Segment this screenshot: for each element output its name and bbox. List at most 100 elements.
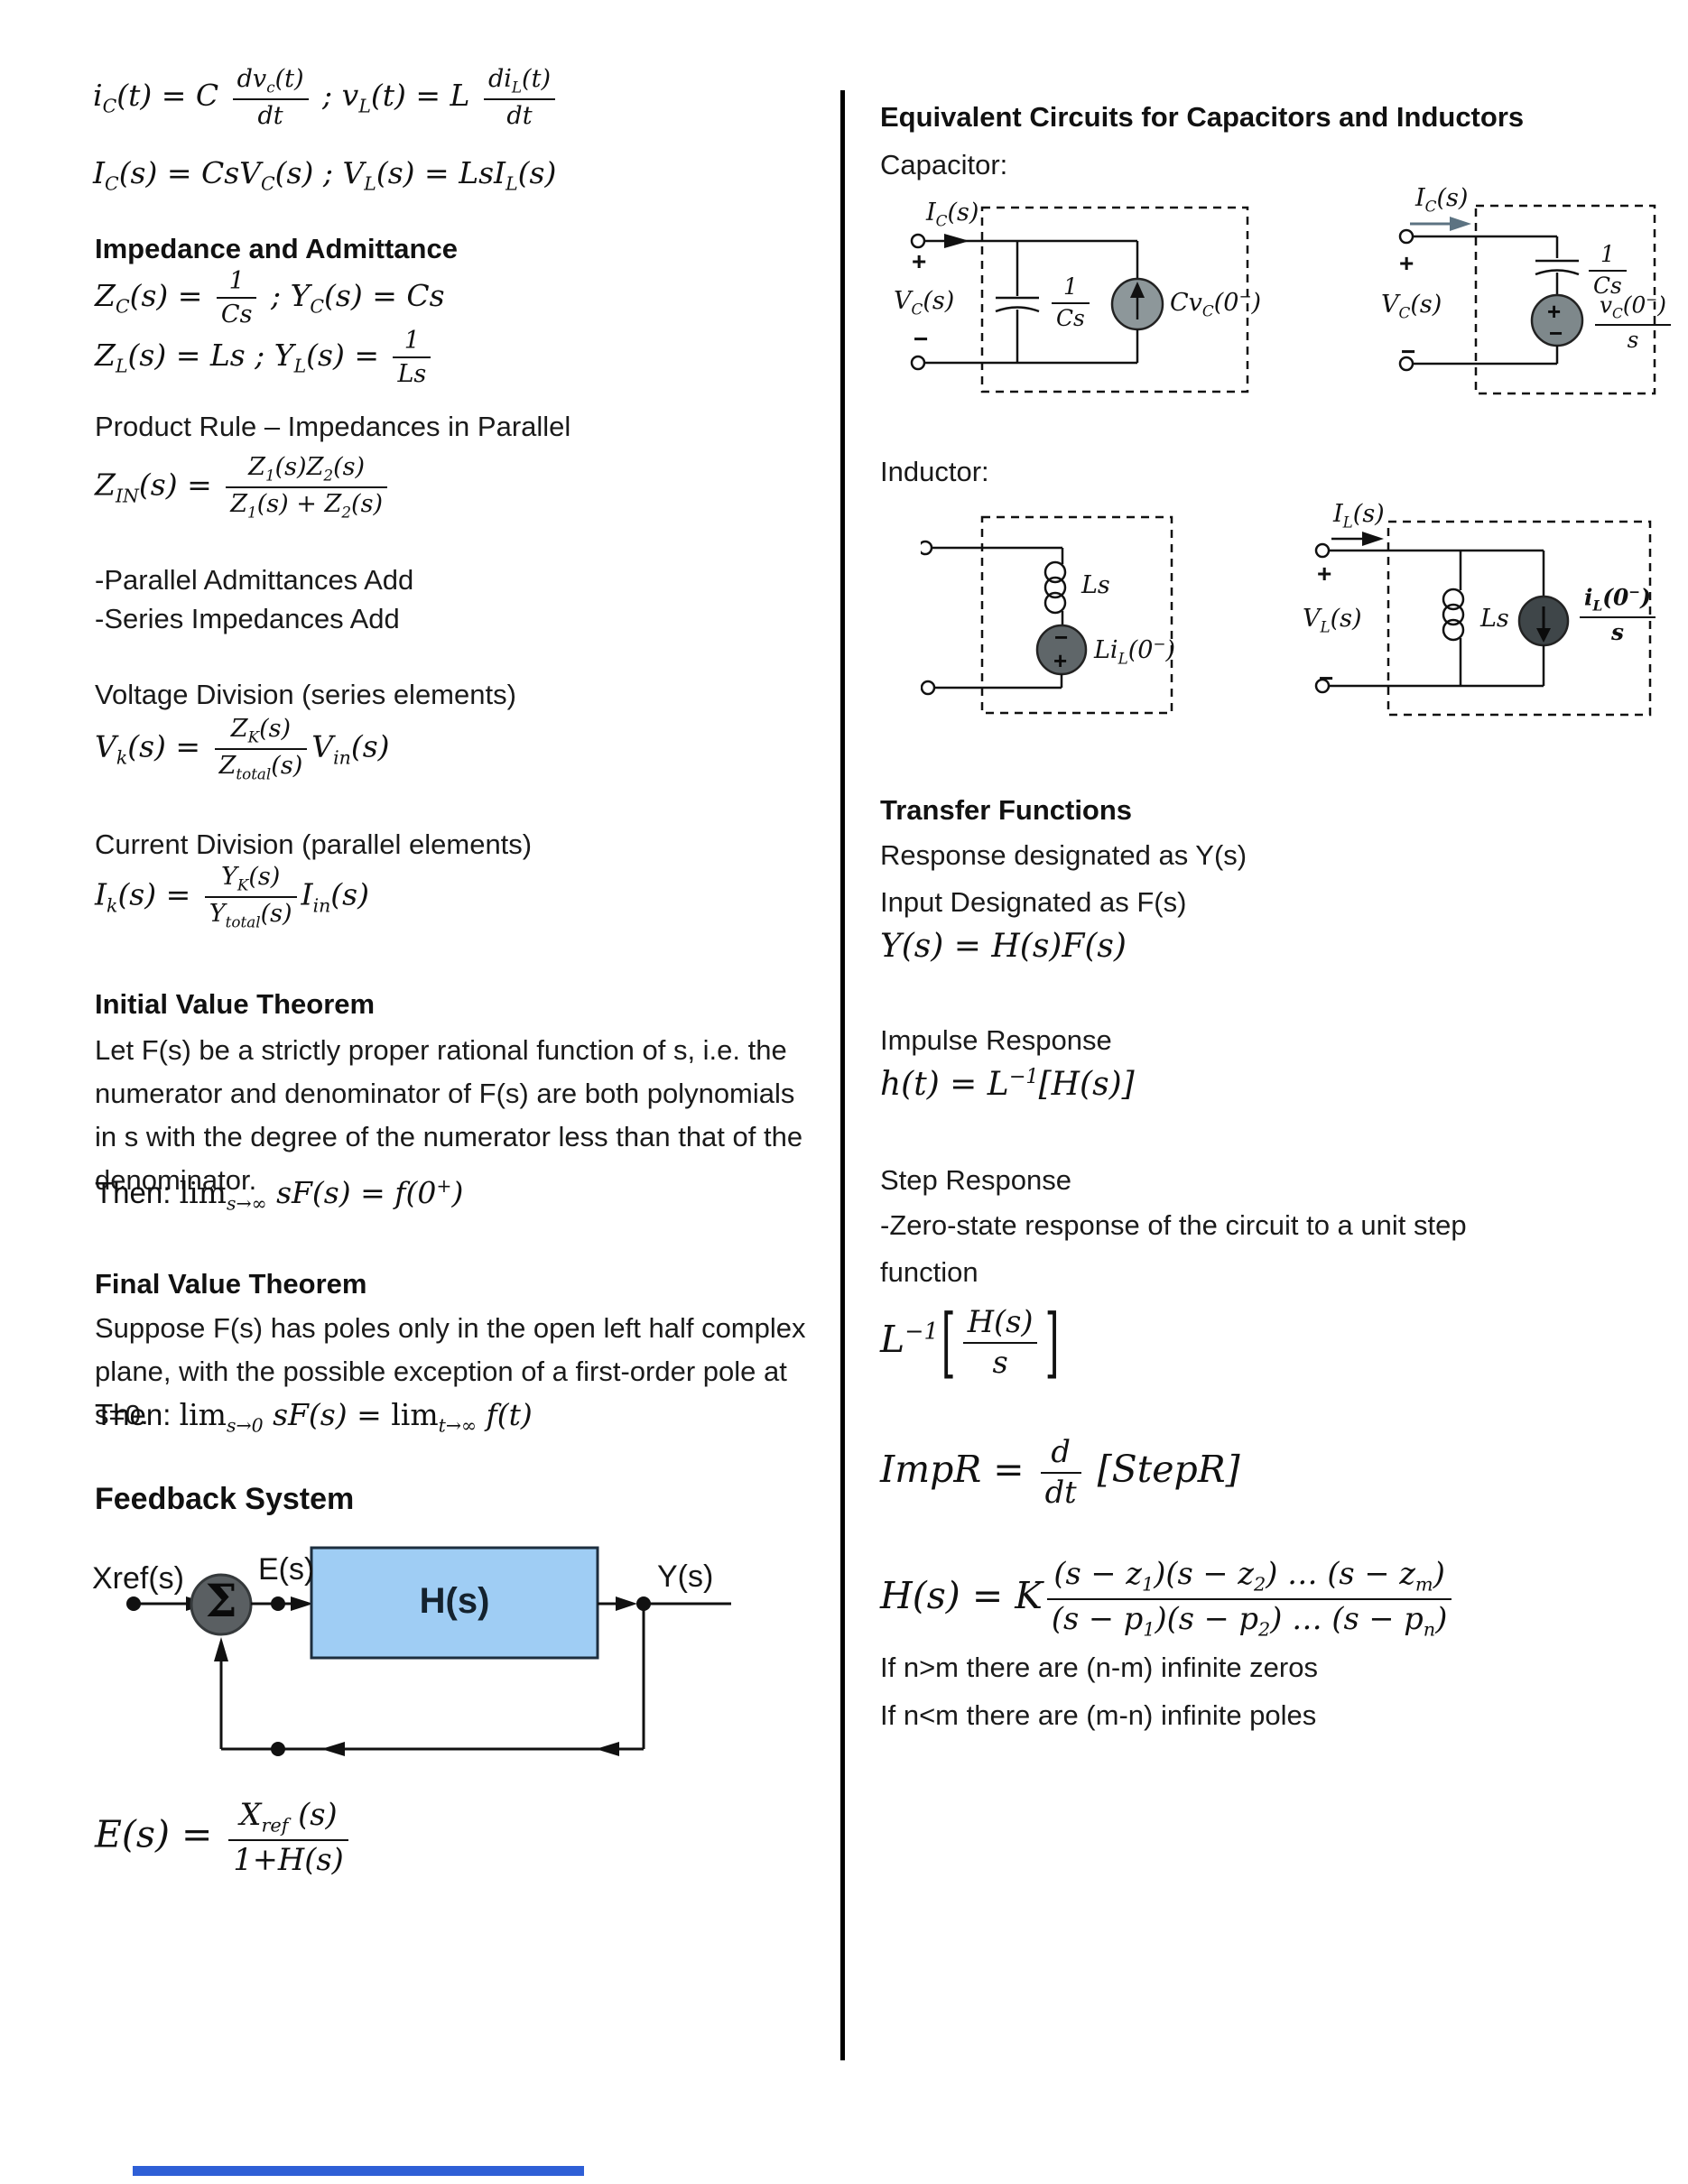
- feedback-diagram-graphic: [126, 1546, 731, 1756]
- capacitor-plate-bottom: [1535, 269, 1580, 276]
- voltage-label: VC(s): [894, 287, 955, 319]
- feedback-error-label: E(s): [258, 1552, 315, 1587]
- equivalent-dashed-box: [1474, 204, 1656, 395]
- feedback-block-label: H(s): [419, 1581, 490, 1621]
- column-divider: [840, 90, 845, 2060]
- inductor-parallel-equivalent-circuit: IL(s) + VL(s) − Ls iL(0−)s: [1295, 495, 1688, 765]
- inductor-impedance-label: Ls: [1480, 605, 1509, 633]
- feedback-arrowhead-left-icon: [321, 1742, 345, 1756]
- capacitor-series-graphic: [1398, 204, 1656, 395]
- capacitor-plate-bottom: [995, 306, 1040, 313]
- voltage-source-label: LiL(0−): [1094, 634, 1175, 668]
- current-label: IL(s): [1333, 500, 1385, 532]
- feedback-block-diagram: Xref(s) E(s) Σ H(s) Y(s): [63, 1534, 794, 1769]
- voltage-label: VC(s): [1381, 291, 1442, 322]
- source-minus-sign: −: [1054, 624, 1069, 651]
- formula-transfer-function: Y(s) = H(s)F(s): [880, 928, 1127, 965]
- top-terminal: [1398, 228, 1414, 245]
- inductor-coil-loop: [1442, 588, 1465, 611]
- voltage-source-label: vC(0−)s: [1591, 292, 1675, 354]
- text-infinite-zeros: If n>m there are (n-m) infinite zeros: [880, 1652, 1318, 1683]
- transfer-function-box: [310, 1546, 599, 1660]
- inductor-coil-loop: [1442, 603, 1465, 626]
- equivalent-dashed-box: [980, 206, 1249, 393]
- heading-equivalent-circuits: Equivalent Circuits for Capacitors and I…: [880, 101, 1525, 133]
- paragraph-initial-value-theorem: Let F(s) be a strictly proper rational f…: [95, 1034, 803, 1196]
- inductor-coil-loop: [1043, 591, 1067, 615]
- equivalent-dashed-box: [1387, 520, 1652, 717]
- source-plus-sign: +: [1547, 298, 1562, 325]
- feedback-arrowhead-up-icon: [214, 1637, 228, 1661]
- current-label: IC(s): [1415, 184, 1469, 216]
- heading-impulse-response: Impulse Response: [880, 1024, 1112, 1056]
- current-arrowhead-icon: [1450, 217, 1471, 231]
- plus-sign: +: [912, 247, 927, 275]
- formula-current-division: Ik(s) = YK(s)Ytotal(s)Iin(s): [95, 863, 369, 931]
- voltage-label: VL(s): [1303, 605, 1362, 636]
- feedback-node-dot: [271, 1742, 285, 1756]
- current-arrowhead-icon: [944, 234, 969, 248]
- subheading-capacitor: Capacitor:: [880, 149, 1008, 180]
- plus-sign: +: [1399, 249, 1414, 277]
- paragraph-final-value-theorem: Suppose F(s) has poles only in the open …: [95, 1312, 806, 1430]
- heading-step-response: Step Response: [880, 1164, 1071, 1196]
- current-source-label: iL(0−)s: [1575, 584, 1660, 646]
- note-series-impedances: -Series Impedances Add: [95, 603, 400, 634]
- plus-sign: +: [1317, 560, 1332, 588]
- note-parallel-admittances: -Parallel Admittances Add: [95, 564, 414, 596]
- inductor-impedance-label: Ls: [1081, 571, 1110, 599]
- formula-pole-zero-form: H(s) = K(s − z1)(s − z2) … (s − zm)(s − …: [880, 1556, 1456, 1641]
- current-source-label: CvC(0−): [1170, 287, 1262, 320]
- inductor-coil-loop: [1043, 560, 1067, 584]
- formula-error-signal: E(s) = Xref (s)1+H(s): [95, 1797, 353, 1877]
- source-plus-sign: +: [1053, 647, 1068, 674]
- heading-initial-value-theorem: Initial Value Theorem: [95, 988, 376, 1020]
- equivalent-dashed-box: [980, 515, 1173, 715]
- text-zero-state-2: function: [880, 1256, 978, 1288]
- bottom-terminal: [920, 680, 936, 696]
- minus-sign: −: [914, 325, 929, 353]
- feedback-arrowhead-right-icon: [596, 1742, 619, 1756]
- text-infinite-poles: If n<m there are (m-n) infinite poles: [880, 1699, 1317, 1731]
- inductor-coil-loop: [1442, 618, 1465, 642]
- formula-element-time-domain: iC(t) = C dvc(t)dt ; vL(t) = L diL(t)dt: [93, 65, 560, 130]
- formula-initial-value-theorem: Then: lims→∞ sF(s) = f(0+): [95, 1175, 464, 1215]
- feedback-output-label: Y(s): [657, 1559, 714, 1594]
- inductor-coil-loop: [1043, 576, 1067, 599]
- bottom-terminal: [1398, 356, 1414, 372]
- current-arrowhead-icon: [1362, 532, 1384, 546]
- formula-element-laplace: IC(s) = CsVC(s) ; VL(s) = LsIL(s): [93, 155, 557, 195]
- inductor-parallel-graphic: [1314, 520, 1652, 717]
- heading-impedance-admittance: Impedance and Admittance: [95, 233, 458, 264]
- minus-sign: −: [1401, 338, 1416, 366]
- inductor-series-graphic: [917, 515, 1173, 715]
- heading-transfer-functions: Transfer Functions: [880, 794, 1133, 826]
- error-arrowhead-icon: [291, 1596, 313, 1611]
- scan-artifact-strip: [133, 2166, 584, 2176]
- top-terminal: [917, 540, 933, 556]
- source-minus-sign: −: [1549, 319, 1563, 347]
- subheading-inductor: Inductor:: [880, 456, 989, 487]
- top-terminal: [910, 233, 926, 249]
- formula-final-value-theorem: Then: lims→0 sF(s) = limt→∞ f(t): [95, 1397, 533, 1437]
- source-arrow-up-icon: [1130, 282, 1145, 298]
- formula-voltage-division: Vk(s) = ZK(s)Ztotal(s)Vin(s): [95, 715, 390, 783]
- summing-junction-sigma: Σ: [205, 1574, 237, 1627]
- source-arrow-down-icon: [1536, 628, 1551, 643]
- feedback-input-label: Xref(s): [92, 1561, 184, 1596]
- formula-impulse-response: h(t) = L−1[H(s)]: [880, 1065, 1135, 1103]
- minus-sign: −: [1319, 664, 1334, 692]
- heading-feedback-system: Feedback System: [95, 1482, 355, 1516]
- bottom-terminal: [1314, 678, 1331, 694]
- formula-step-response: L−1[H(s)s]: [880, 1298, 1060, 1387]
- formula-parallel-impedance: ZIN(s) = Z1(s)Z2(s)Z1(s) + Z2(s): [95, 453, 392, 521]
- heading-voltage-division: Voltage Division (series elements): [95, 679, 516, 710]
